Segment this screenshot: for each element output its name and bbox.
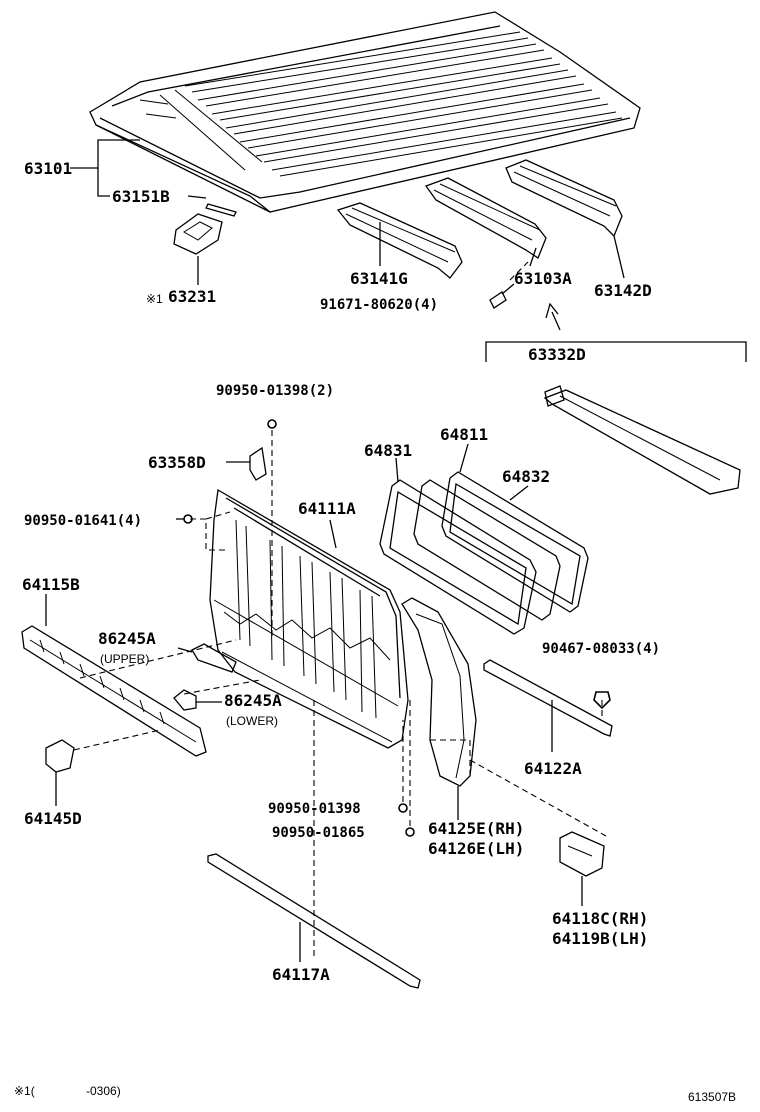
label-64111a: 64111A <box>298 499 356 518</box>
label-63103a: 63103A <box>514 269 572 288</box>
label-64145d: 64145D <box>24 809 82 828</box>
screw-90950-01398 <box>398 803 408 813</box>
label-64119b-lh: 64119B(LH) <box>552 929 649 948</box>
label-63141g: 63141G <box>350 269 408 288</box>
bracket-86245a-upper <box>191 643 237 673</box>
label-64811: 64811 <box>440 425 489 444</box>
roof-bow-63142d <box>505 159 623 238</box>
label-upper-note: (UPPER) <box>100 652 150 666</box>
strip-64122a <box>483 659 613 737</box>
pillar-64125e <box>401 597 477 787</box>
bracket-63231 <box>173 213 223 255</box>
label-63142d: 63142D <box>594 281 652 300</box>
label-63231: 63231 <box>168 287 217 306</box>
label-63231-mark: ※1 <box>146 292 163 306</box>
roof-bow-63103a <box>424 177 547 259</box>
label-90950-01398-2: 90950-01398(2) <box>216 383 335 399</box>
window-glass-64811 <box>413 479 561 621</box>
screw-90950-01865 <box>405 827 415 837</box>
window-strip-64832 <box>441 471 589 613</box>
rail-64115b <box>21 625 207 757</box>
label-63151b: 63151B <box>112 187 170 206</box>
label-86245a-lower: 86245A <box>224 691 282 710</box>
label-64118c-rh: 64118C(RH) <box>552 909 649 928</box>
bracket-64145d <box>45 739 75 773</box>
screw-90950-01398-top <box>267 419 277 429</box>
label-64115b: 64115B <box>22 575 80 594</box>
label-63332d: 63332D <box>528 345 586 364</box>
strip-63151b <box>205 203 237 217</box>
label-64122a: 64122A <box>524 759 582 778</box>
label-63101: 63101 <box>24 159 73 178</box>
label-86245a-upper: 86245A <box>98 629 156 648</box>
bracket-86245a-lower <box>173 689 197 711</box>
label-63358d: 63358D <box>148 453 206 472</box>
label-90950-01641: 90950-01641(4) <box>24 513 143 529</box>
roof-bow-63141g <box>336 202 463 279</box>
label-64832: 64832 <box>502 467 551 486</box>
bracket-64118c <box>559 831 605 877</box>
label-64831: 64831 <box>364 441 413 460</box>
label-90950-01398: 90950-01398 <box>268 801 361 817</box>
label-64126e-lh: 64126E(LH) <box>428 839 525 858</box>
label-90467-08033: 90467-08033(4) <box>542 641 661 657</box>
diagram-code: 613507B <box>688 1090 737 1104</box>
sill-64117a <box>207 853 421 989</box>
footnote-range: -0306) <box>86 1084 121 1098</box>
window-weatherstrip-64831 <box>379 479 537 635</box>
bolt-91671 <box>489 283 515 309</box>
label-90950-01865: 90950-01865 <box>272 825 365 841</box>
back-panel <box>209 488 409 749</box>
clip-63358d <box>249 446 267 481</box>
roof-panel <box>89 11 641 213</box>
molding-63332d <box>543 385 741 495</box>
label-lower-note: (LOWER) <box>226 714 278 728</box>
label-91671-80620: 91671-80620(4) <box>320 297 439 313</box>
label-64125e-rh: 64125E(RH) <box>428 819 525 838</box>
label-64117a: 64117A <box>272 965 330 984</box>
footnote-mark: ※1( <box>14 1084 35 1098</box>
